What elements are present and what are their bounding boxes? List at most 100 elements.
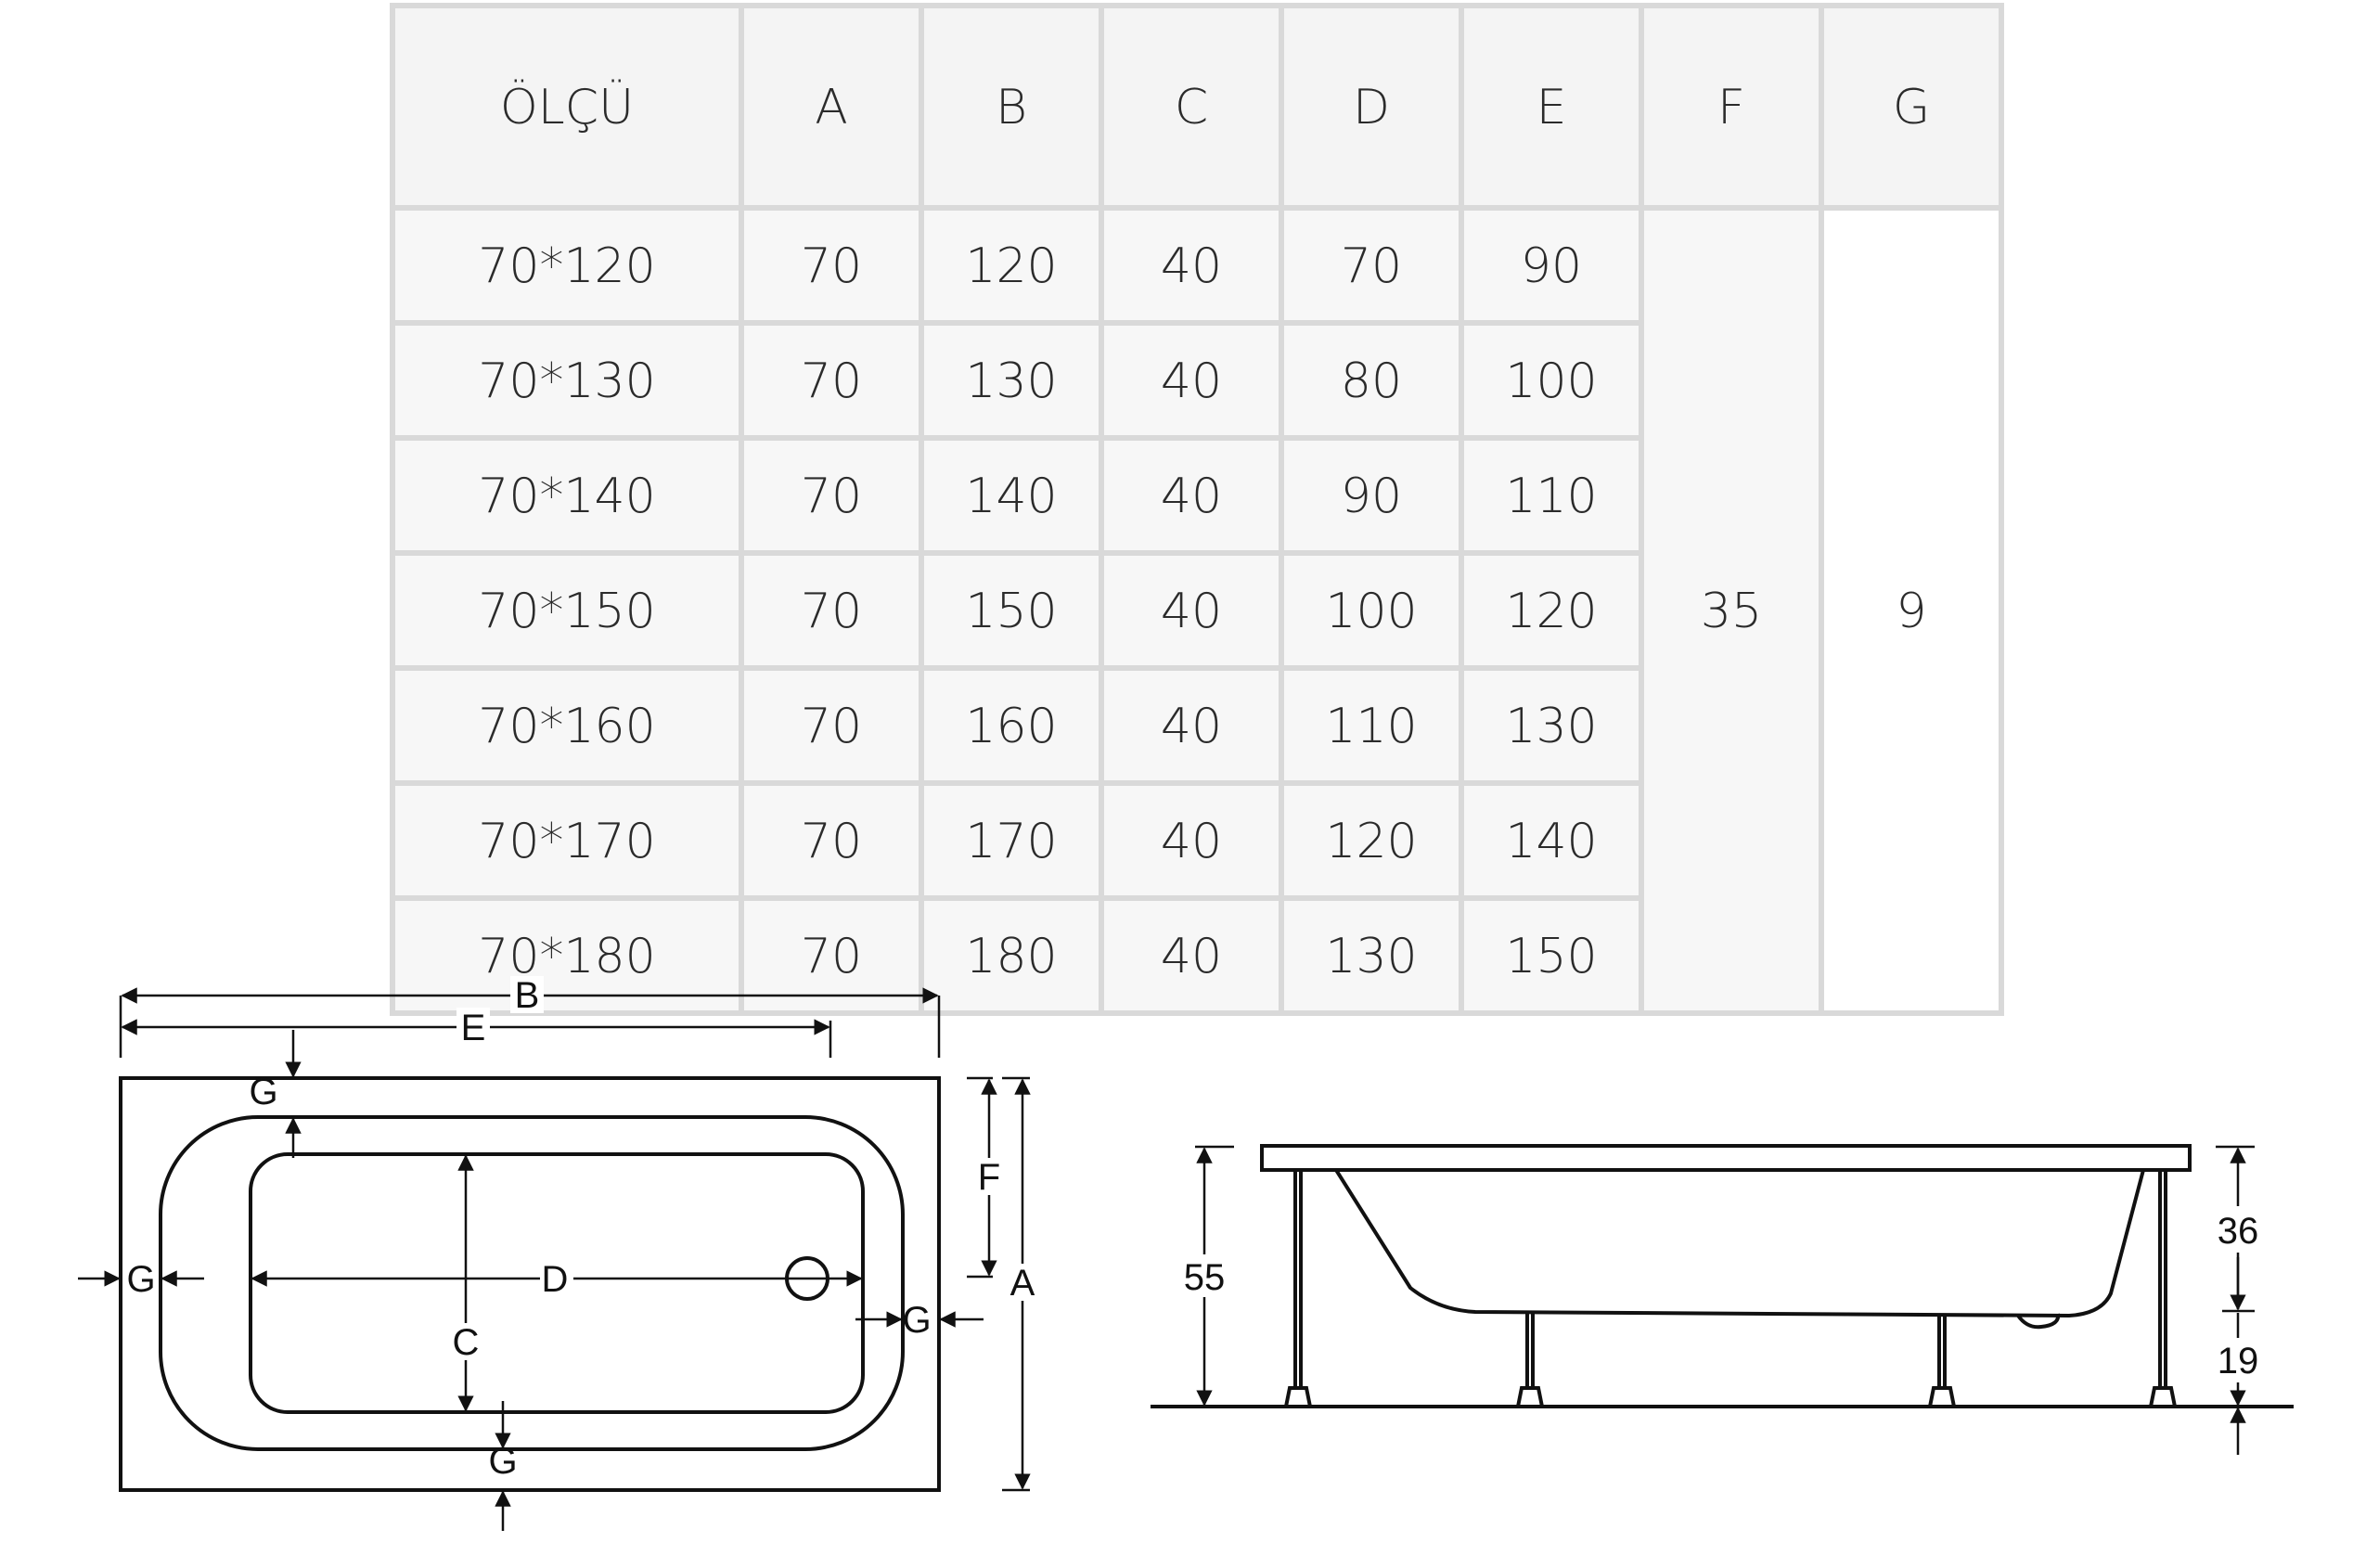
header-cell: A: [815, 80, 848, 135]
table-cell-bg: [1284, 556, 1459, 665]
table-cell-bg: [395, 671, 739, 780]
table-cell-bg: [1464, 326, 1639, 435]
table-cell: 120: [965, 238, 1057, 294]
table-cell: 130: [1505, 699, 1597, 754]
tub-body: [1334, 1168, 2145, 1318]
table-cell-bg: [1104, 556, 1279, 665]
table-cell: 70*180: [478, 929, 655, 984]
table-cell-bg: [924, 786, 1099, 895]
plan-view-drawing: B E G G D C G G F A: [56, 965, 1076, 1545]
header-cell-bg: [1464, 8, 1639, 205]
table-cell-bg: [924, 671, 1099, 780]
label-G-bottom: G: [488, 1441, 517, 1482]
side-dimension-lines: [1195, 1145, 2255, 1455]
label-tub-height: 36: [2218, 1211, 2259, 1252]
header-cell: G: [1893, 80, 1930, 135]
header-cell: E: [1537, 80, 1567, 135]
merged-cell-F: 35: [1701, 584, 1762, 639]
table-cell-bg: [1104, 671, 1279, 780]
table-cell: 100: [1325, 584, 1417, 639]
header-cell-bg: [395, 8, 739, 205]
header-cell-bg: [1104, 8, 1279, 205]
table-cell: 130: [1325, 929, 1417, 984]
table-cell: 70: [801, 584, 862, 639]
table-cell-bg: [1464, 786, 1639, 895]
table-cell: 70*140: [478, 469, 655, 524]
table-cell: 70*130: [478, 353, 655, 409]
table-cell: 180: [965, 929, 1057, 984]
table-cell-bg: [1464, 211, 1639, 320]
table-cell: 170: [965, 814, 1057, 869]
label-G-top: G: [249, 1072, 277, 1112]
table-cell: 40: [1161, 929, 1222, 984]
table-cell: 40: [1161, 353, 1222, 409]
table-cell: 70: [801, 929, 862, 984]
bathtub-side-outline: [1151, 1144, 2294, 1408]
table-cell-bg: [1464, 556, 1639, 665]
table-cell-bg: [1284, 901, 1459, 1010]
table-cell: 90: [1521, 238, 1582, 294]
table-cell-bg: [1104, 901, 1279, 1010]
table-cell-bg: [1464, 671, 1639, 780]
table-cell-bg: [924, 556, 1099, 665]
table-cell-bg: [744, 211, 919, 320]
table-cell-bg: [1284, 671, 1459, 780]
table-cell-bg: [395, 556, 739, 665]
table-cell: 110: [1505, 469, 1597, 524]
table-cell-bg: [1464, 441, 1639, 550]
header-cell: ÖLÇÜ: [500, 79, 634, 135]
label-F: F: [978, 1157, 1000, 1198]
table-cell-bg: [744, 441, 919, 550]
table-cell: 70: [801, 469, 862, 524]
merged-cell-G-bg: [1824, 211, 1999, 1010]
table-cell: 70: [801, 699, 862, 754]
table-cell: 160: [965, 699, 1057, 754]
table-cell: 70*150: [478, 584, 655, 639]
support-legs: [1283, 1170, 2178, 1408]
table-cell: 70: [801, 238, 862, 294]
table-cell-bg: [1464, 901, 1639, 1010]
table-cell: 40: [1161, 469, 1222, 524]
table-cell-bg: [1104, 211, 1279, 320]
table-cell: 150: [965, 584, 1057, 639]
label-leg-height: 19: [2218, 1341, 2259, 1382]
table-cell: 90: [1341, 469, 1402, 524]
merged-cell-G: 9: [1896, 584, 1926, 639]
label-C: C: [453, 1322, 480, 1363]
table-cell-bg: [924, 441, 1099, 550]
header-cell-bg: [1284, 8, 1459, 205]
table-cell: 120: [1505, 584, 1597, 639]
table-cell: 40: [1161, 699, 1222, 754]
header-cell: B: [996, 80, 1027, 135]
table-cell-bg: [1104, 786, 1279, 895]
table-cell: 110: [1325, 699, 1417, 754]
merged-cell-F-bg: [1644, 211, 1819, 1010]
header-cell: F: [1717, 80, 1745, 135]
table-cell-bg: [1284, 786, 1459, 895]
table-cell-bg: [1104, 441, 1279, 550]
table-cell: 70: [1341, 238, 1402, 294]
label-E: E: [461, 1008, 486, 1048]
table-cell-bg: [395, 786, 739, 895]
table-cell: 70: [801, 814, 862, 869]
table-cell: 40: [1161, 814, 1222, 869]
table-cell: 70*170: [478, 814, 655, 869]
table-cell-bg: [924, 211, 1099, 320]
label-total-height: 55: [1184, 1257, 1226, 1298]
table-cell-bg: [1284, 211, 1459, 320]
table-cell-bg: [1104, 326, 1279, 435]
tub-drain: [2016, 1313, 2061, 1330]
label-A: A: [1010, 1263, 1035, 1304]
bathtub-outline: [119, 1076, 941, 1492]
label-G-right: G: [902, 1300, 931, 1341]
label-D: D: [542, 1259, 569, 1300]
table-cell: 150: [1505, 929, 1597, 984]
table-cell-bg: [744, 671, 919, 780]
table-cell: 70*160: [478, 699, 655, 754]
table-cell-bg: [744, 786, 919, 895]
table-cell-bg: [1284, 441, 1459, 550]
table-cell-bg: [395, 326, 739, 435]
table-cell: 40: [1161, 584, 1222, 639]
